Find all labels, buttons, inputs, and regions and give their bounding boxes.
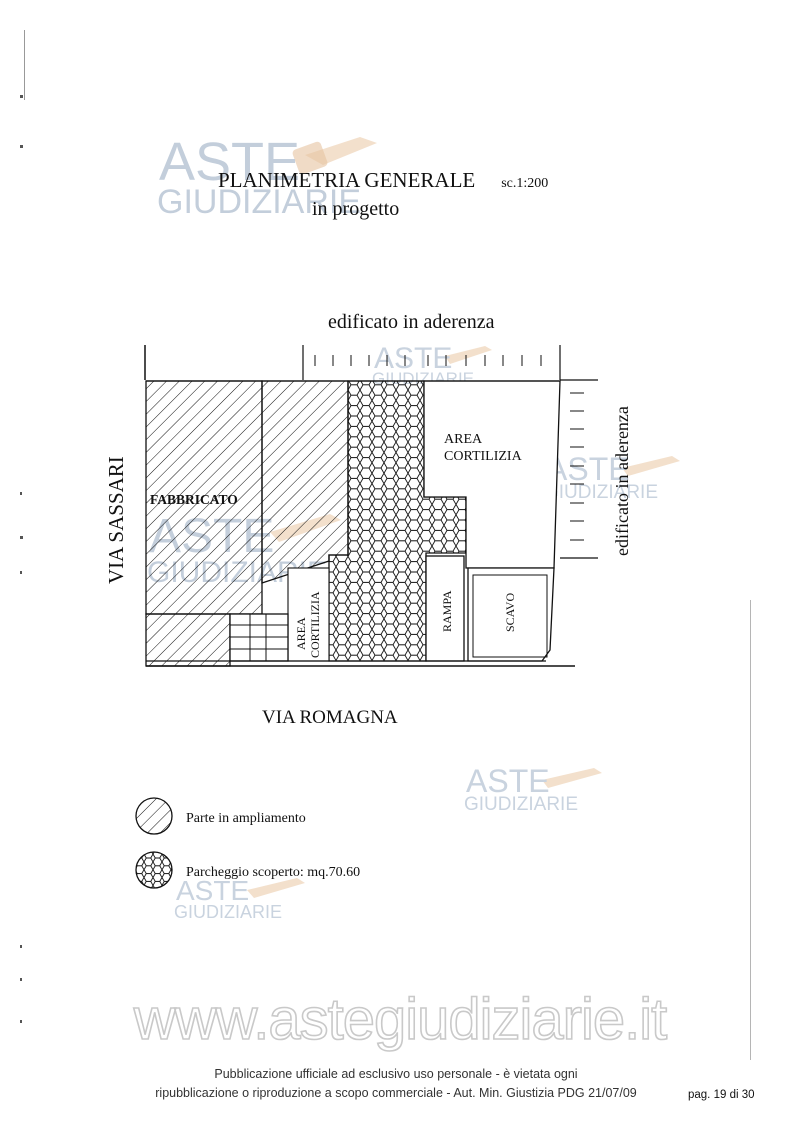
page-title: PLANIMETRIA GENERALE sc.1:200 [218,168,548,193]
label-via-romagna: VIA ROMAGNA [262,707,398,728]
scan-mark [750,600,751,1060]
scan-mark [20,978,22,981]
scan-mark [20,536,23,539]
right-adjacent-building [560,379,598,559]
stair-block [229,613,289,662]
gavel-icon [247,878,305,898]
scan-mark [20,571,22,574]
scale-text: sc.1:200 [501,176,549,191]
page-number: pag. 19 di 30 [688,1089,755,1101]
footer-line-1: Pubblicazione ufficiale ad esclusivo uso… [214,1067,578,1081]
fabbricato-corner-hatched [145,613,231,667]
watermark-brand-sub: GIUDIZIARIE [464,794,578,815]
label-scavo: SCAVO [503,593,517,632]
scan-mark [20,492,22,495]
scavo-inner [472,574,548,658]
watermark-aste-6: ASTE GIUDIZIARIE [172,870,322,935]
fabbricato-hatched [145,380,263,615]
legend-hatch-swatch [135,797,173,835]
legend-hex-label: Parcheggio scoperto: mq.70.60 [186,865,360,880]
title-text: PLANIMETRIA GENERALE [218,168,476,192]
watermark-brand: ASTE [176,875,249,906]
watermark-brand-sub: GIUDIZIARIE [174,902,282,922]
watermark-aste-3: ASTE GIUDIZIARIE [542,446,692,511]
top-adjacent-building [144,345,561,380]
scan-mark [20,145,23,148]
watermark-aste-5: ASTE GIUDIZIARIE [462,758,612,823]
label-area-1: AREA [444,432,483,447]
watermark-brand: ASTE [466,763,550,799]
watermark-website: www.astegiudiziarie.it [133,986,668,1053]
legend-hex-swatch [135,851,173,889]
gavel-icon [542,768,602,788]
watermark-aste-1: ASTE GIUDIZIARIE [155,125,405,225]
area-cortilizia-large [423,380,561,569]
scan-mark [20,1020,22,1023]
scan-mark [24,30,25,100]
watermark-brand-sub: GIUDIZIARIE [544,482,658,503]
label-rampa: RAMPA [440,590,454,632]
label-via-sassari: VIA SASSARI [104,456,128,584]
gavel-icon [622,456,680,476]
label-area-small-2: CORTILIZIA [308,591,322,658]
rampa-area [425,555,465,662]
footer-line-2: ripubblicazione o riproduzione a scopo c… [155,1086,637,1100]
scavo-area [467,567,555,662]
page-subtitle: in progetto [312,198,400,220]
label-right: edificato in aderenza [612,406,632,556]
legend: Parte in ampliamento Parcheggio scoperto… [135,797,360,889]
scan-mark [20,95,23,98]
label-fabbricato: FABBRICATO [150,492,238,507]
watermark-brand: ASTE [159,132,300,192]
scan-mark [20,945,22,948]
label-top: edificato in aderenza [328,311,495,333]
legend-hatch-label: Parte in ampliamento [186,811,306,826]
label-area-2: CORTILIZIA [444,449,523,464]
watermark-brand: ASTE [546,451,630,487]
label-area-small-1: AREA [294,617,308,650]
watermark-brand-sub: GIUDIZIARIE [157,183,361,220]
ampliamento-hatched [261,380,349,584]
gavel-icon [445,346,492,364]
